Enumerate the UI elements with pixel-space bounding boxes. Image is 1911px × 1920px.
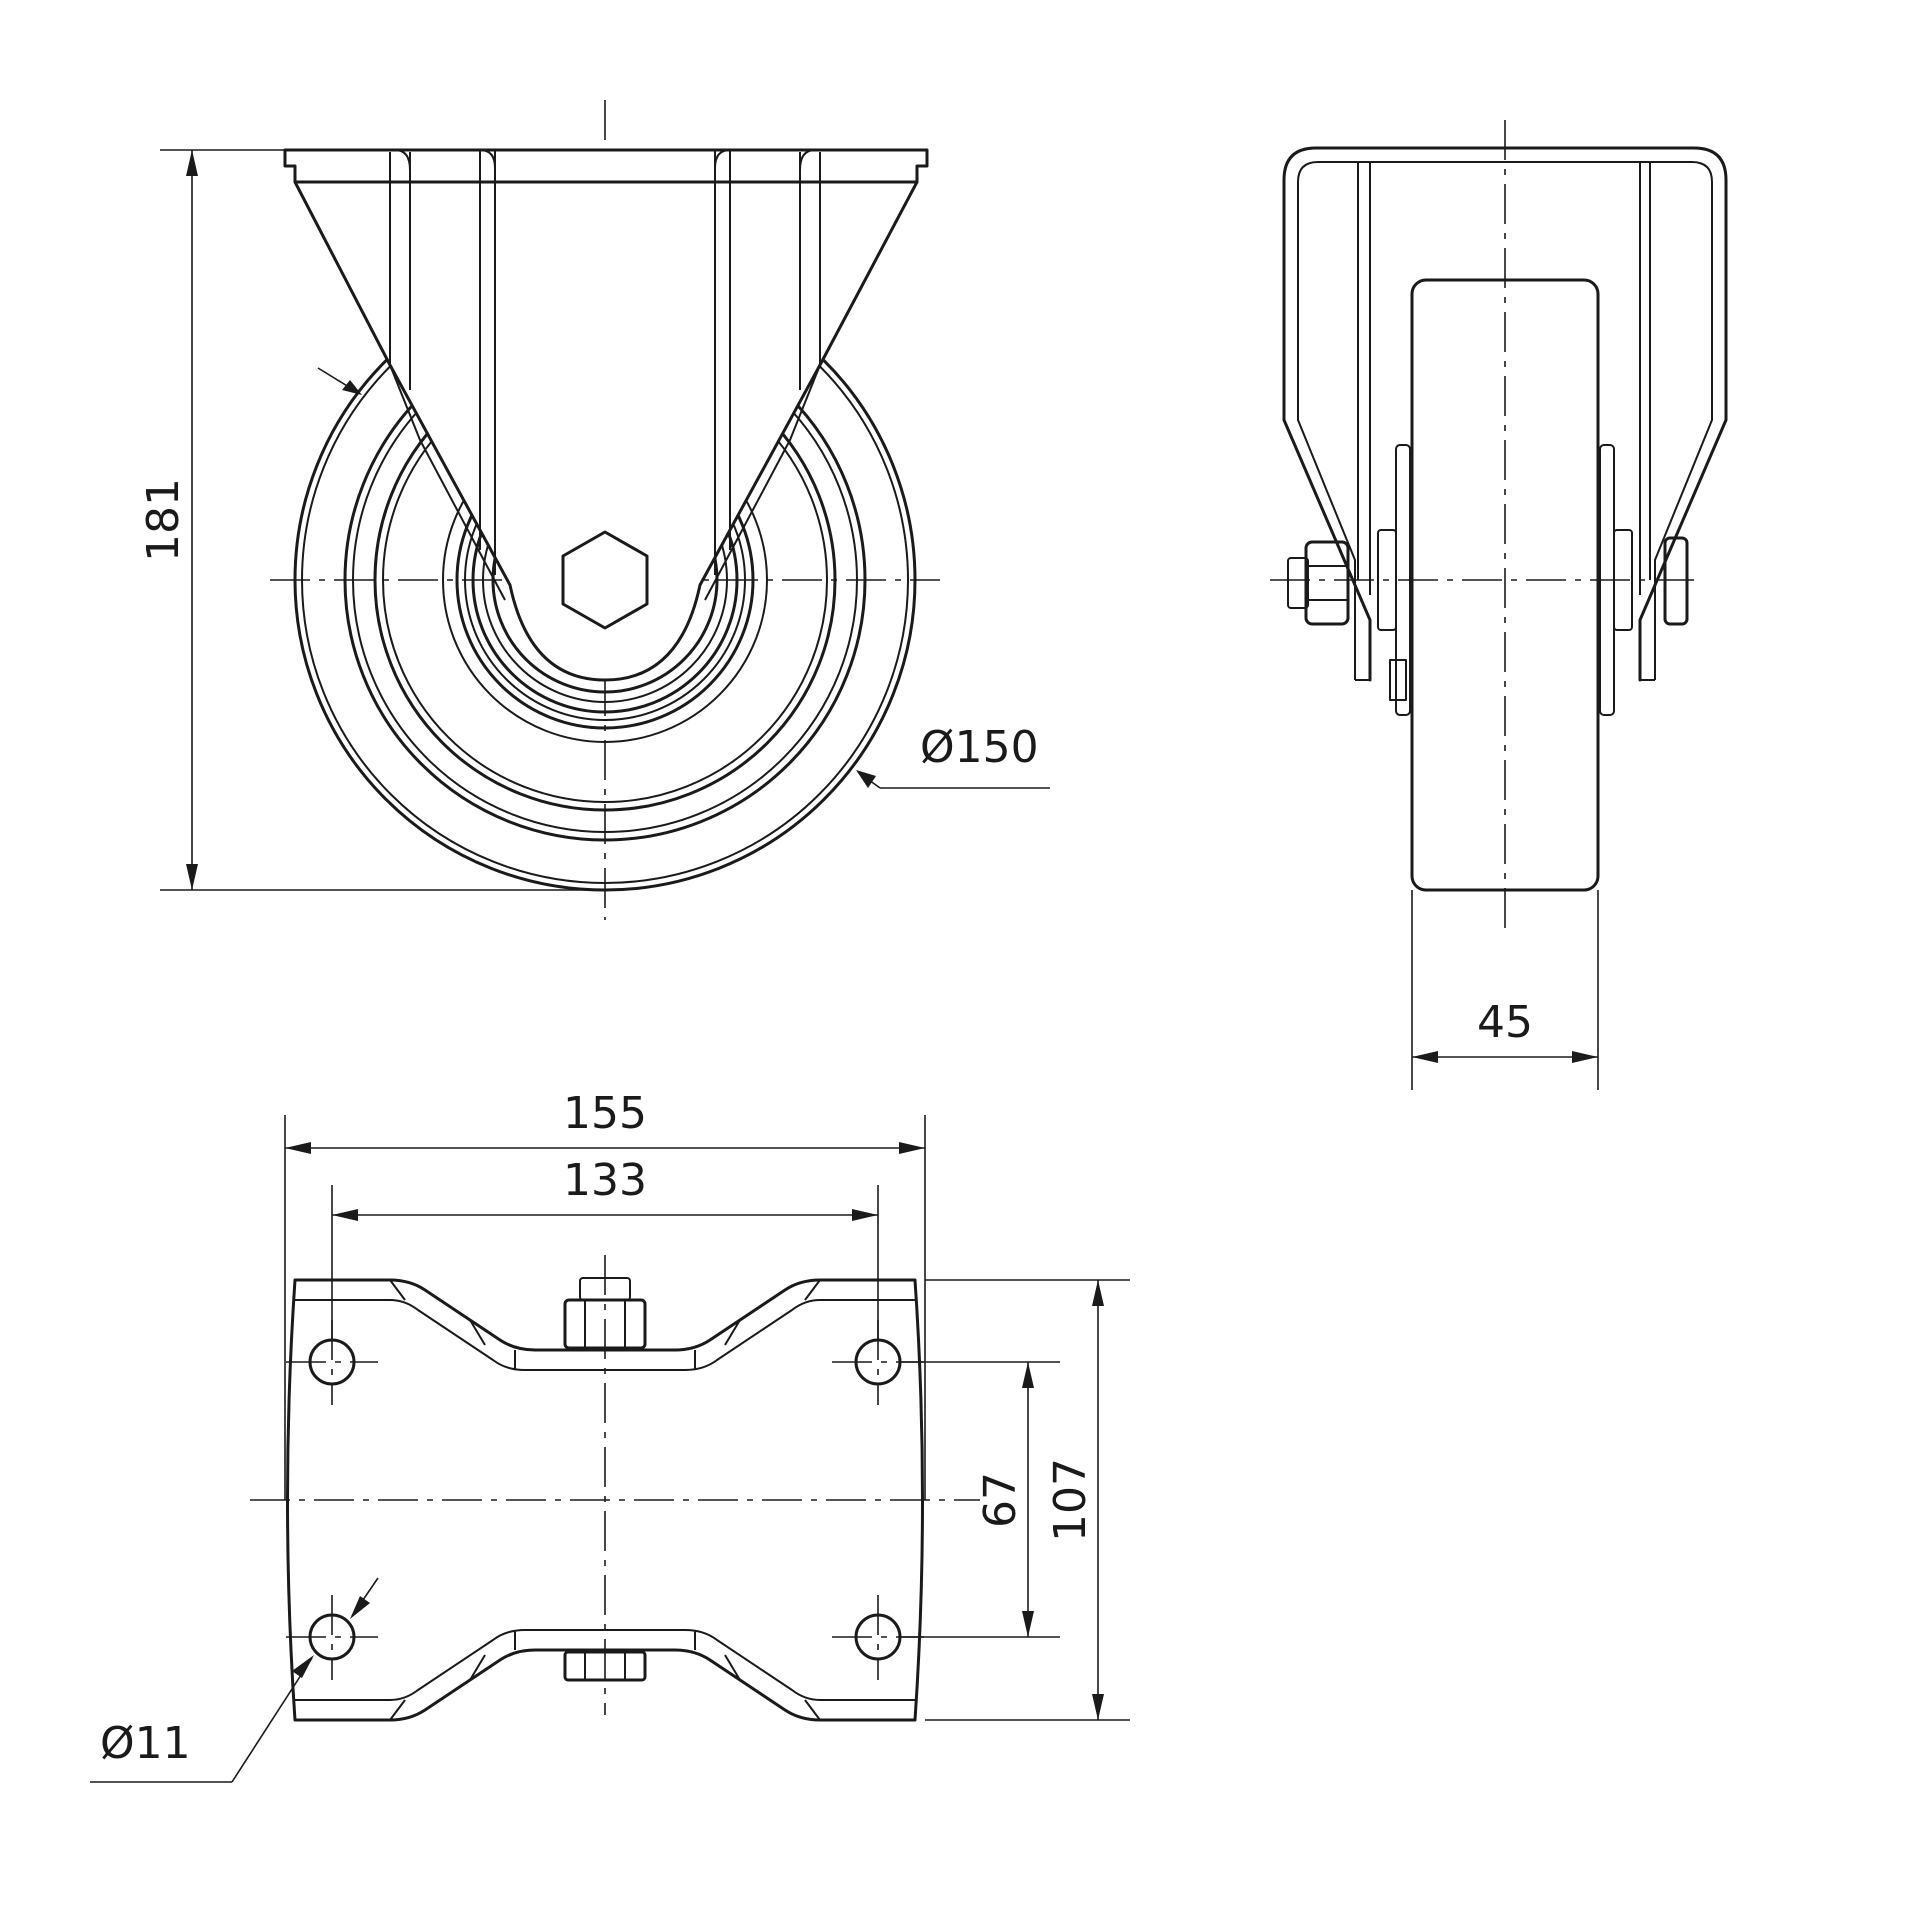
dimension-hole-spacing-y: 67: [900, 1361, 1060, 1638]
top-view: 155 133 67 107: [90, 1088, 1130, 1783]
dimension-wheel-width: 45: [1411, 890, 1599, 1090]
fork-bracket: [283, 148, 929, 682]
top-plate-outline: [286, 1278, 924, 1722]
dimension-height: 181: [138, 149, 590, 891]
dimension-plate-width: 155: [284, 1088, 926, 1500]
dimension-wheel-diameter-label: Ø150: [920, 722, 1039, 773]
dimension-plate-length-label: 107: [1045, 1458, 1096, 1542]
axle-hex-nut: [561, 530, 649, 630]
side-wheel-tread: [1410, 278, 1600, 892]
side-fork-inner: [1297, 161, 1713, 681]
dimension-plate-length: 107: [925, 1279, 1130, 1721]
side-fork-outer: [1282, 146, 1728, 682]
dimension-hole-spacing-y-label: 67: [975, 1472, 1026, 1528]
front-view: 181 Ø150: [138, 100, 1050, 920]
dimension-hole-spacing-x: 133: [331, 1155, 879, 1340]
top-plate-inner-lines: [295, 1279, 915, 1721]
dimension-wheel-width-label: 45: [1477, 997, 1533, 1048]
dimension-height-label: 181: [138, 478, 189, 562]
dimension-hole-spacing-x-label: 133: [563, 1155, 647, 1206]
dimension-hole-diameter-label: Ø11: [100, 1718, 191, 1769]
side-view: 45: [1270, 120, 1728, 1090]
dimension-wheel-diameter: Ø150: [856, 722, 1050, 789]
fork-inner-lines: [389, 149, 821, 601]
side-axle-bolt: [1287, 536, 1689, 701]
dimension-hole-diameter: Ø11: [90, 1577, 379, 1783]
dimension-plate-width-label: 155: [563, 1088, 647, 1139]
top-axle-nut: [563, 1277, 647, 1682]
